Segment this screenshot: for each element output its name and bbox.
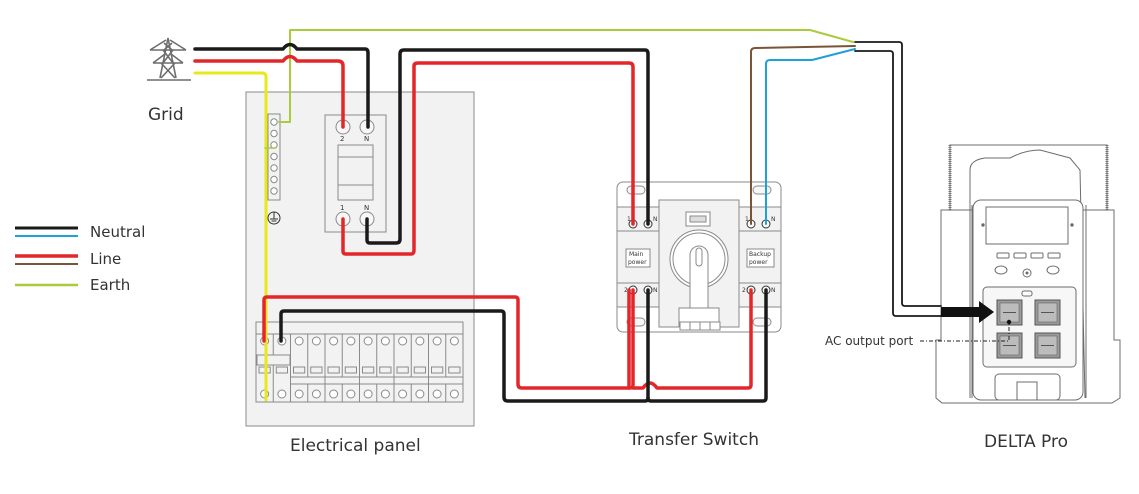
branch-breaker [341,334,357,402]
ts-backup-top-n: N [771,216,776,223]
earth-bar-hole [270,118,278,126]
wire-earth-grid [193,71,268,402]
ts-main-label-1: Main [629,251,644,258]
ts-backup-top-1: 1 [745,216,749,223]
ts-main-label-2: power [628,259,647,266]
wire-neutral-grid [193,42,370,129]
main-breaker: 2 N 1 N [324,114,387,233]
branch-breaker [393,334,409,402]
breaker-label-1: 1 [340,204,344,212]
branch-breaker [410,334,426,402]
legend-item-earth: Earth [15,276,130,294]
grid-tower-icon [147,37,191,81]
branch-breakers [255,321,464,403]
earth-bar-hole [270,129,278,138]
breaker-label-2: 2 [340,135,344,143]
transfer-switch [616,181,782,333]
legend-item-line: Line [15,250,121,268]
breaker-label-n-top: N [364,135,369,143]
ts-backup-label-2: power [749,259,768,266]
earth-bar-hole [270,152,278,161]
earth-bar-hole [270,175,278,184]
ac-output-port-label: AC output port [825,334,913,348]
branch-breaker [290,334,306,402]
wire-line-delta [750,45,856,225]
electrical-panel-label: Electrical panel [290,436,421,456]
legend-label-line: Line [90,250,121,268]
wire-line-main [341,61,635,256]
ts-backup-bottom-2: 2 [742,287,746,294]
legend: Neutral Line Earth [15,223,145,294]
ac-output-callout: AC output port [825,319,1012,348]
wire-neutral-delta [765,48,856,225]
branch-breaker [359,334,375,402]
ts-main-top-n: N [653,216,658,223]
arrow-icon [941,301,994,323]
ts-main-bottom-2: 2 [624,287,628,294]
ac-outlet-icon [1034,332,1061,359]
branch-breaker [428,334,444,402]
earth-bar [267,113,281,201]
earth-bar-hole [270,164,278,172]
ts-backup-label-1: Backup [749,251,771,258]
legend-label-neutral: Neutral [90,223,145,241]
transfer-switch-label: Transfer Switch [628,430,759,450]
wire-delta-cable-outer [854,41,942,307]
grid-label: Grid [148,105,184,125]
ts-backup-bottom-n: N [771,287,776,294]
legend-label-earth: Earth [90,276,130,294]
ground-symbol-icon [267,211,281,225]
branch-breaker [376,334,392,402]
wires [193,29,942,403]
ts-main-bottom-n: N [653,287,658,294]
legend-item-neutral: Neutral [15,223,145,241]
wire-neutral-load [279,288,650,403]
earth-bar-hole [270,187,278,195]
branch-breaker [445,334,461,402]
wire-line-backup-out [631,288,753,390]
wire-neutral-backup-out [646,288,768,403]
electrical-panel: 2 N 1 N [245,91,475,427]
wire-delta-cable-inner [854,50,942,317]
ac-outlet-icon [1034,299,1061,326]
delta-pro-power-station [935,144,1121,404]
ts-main-top-1: 1 [627,216,631,223]
transfer-switch-text: 1 N 1 N 2 N 2 N Main power Backup power [624,216,776,294]
branch-breaker [307,334,323,402]
delta-pro-label: DELTA Pro [984,432,1068,452]
wire-earth-delta [278,29,854,123]
wire-neutral-main [365,48,650,245]
breaker-label-n-bottom: N [364,204,369,212]
wire-line-grid [193,54,345,129]
branch-breaker [324,334,340,402]
